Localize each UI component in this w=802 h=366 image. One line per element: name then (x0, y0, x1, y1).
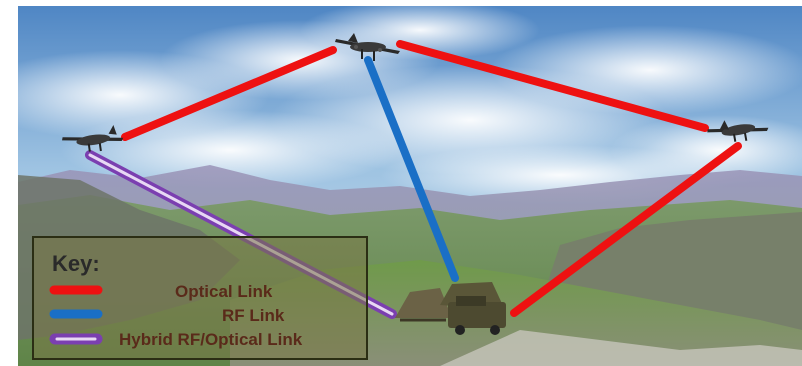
hybrid-link-swatch (49, 333, 103, 345)
foreground-ridge (440, 330, 802, 366)
legend-label-optical: Optical Link (175, 282, 273, 301)
aircraft-top (335, 33, 400, 61)
rf-link-swatch (49, 309, 103, 319)
aircraft-right (707, 120, 769, 142)
optical-link-swatch (49, 285, 103, 295)
optical-link-top-right (396, 40, 709, 132)
legend-label-rf: RF Link (222, 306, 285, 325)
legend-title: Key: (52, 251, 100, 276)
rf-link-top-ground (364, 56, 459, 282)
optical-link-right-ground (510, 142, 742, 317)
ground-station (395, 282, 506, 335)
optical-link-left-top (121, 46, 337, 141)
aircraft-left (62, 125, 124, 152)
legend-label-hybrid: Hybrid RF/Optical Link (119, 330, 303, 349)
